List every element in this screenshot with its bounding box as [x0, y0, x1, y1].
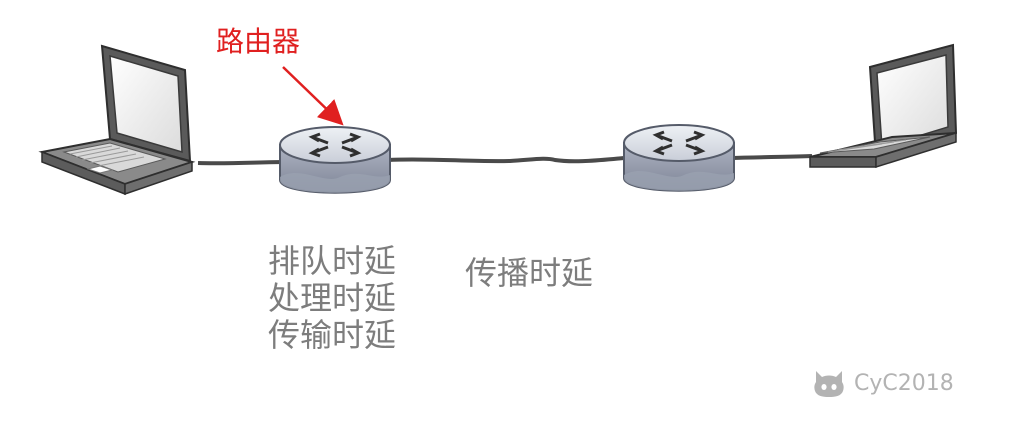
propagation-delay-label: 传播时延: [465, 254, 594, 292]
github-cat-icon: [814, 371, 844, 397]
transmission-delay-label: 传输时延: [268, 316, 397, 354]
watermark-text: CyC2018: [854, 370, 954, 396]
router-icon: [623, 124, 735, 192]
link-laptop-router-1: [197, 160, 286, 166]
laptop-icon: [809, 43, 958, 169]
processing-delay-label: 处理时延: [268, 279, 397, 317]
watermark: CyC2018: [812, 366, 954, 400]
link-router-1-router-2: [387, 156, 626, 164]
router-annotation-arrow: [282, 66, 344, 126]
router-annotation-label: 路由器: [216, 25, 301, 58]
queuing-delay-label: 排队时延: [268, 242, 397, 280]
laptop-icon: [38, 44, 196, 196]
link-router-2-laptop: [729, 154, 813, 160]
router-delays-list: 排队时延 处理时延 传输时延: [268, 243, 396, 354]
router-icon: [279, 126, 391, 194]
